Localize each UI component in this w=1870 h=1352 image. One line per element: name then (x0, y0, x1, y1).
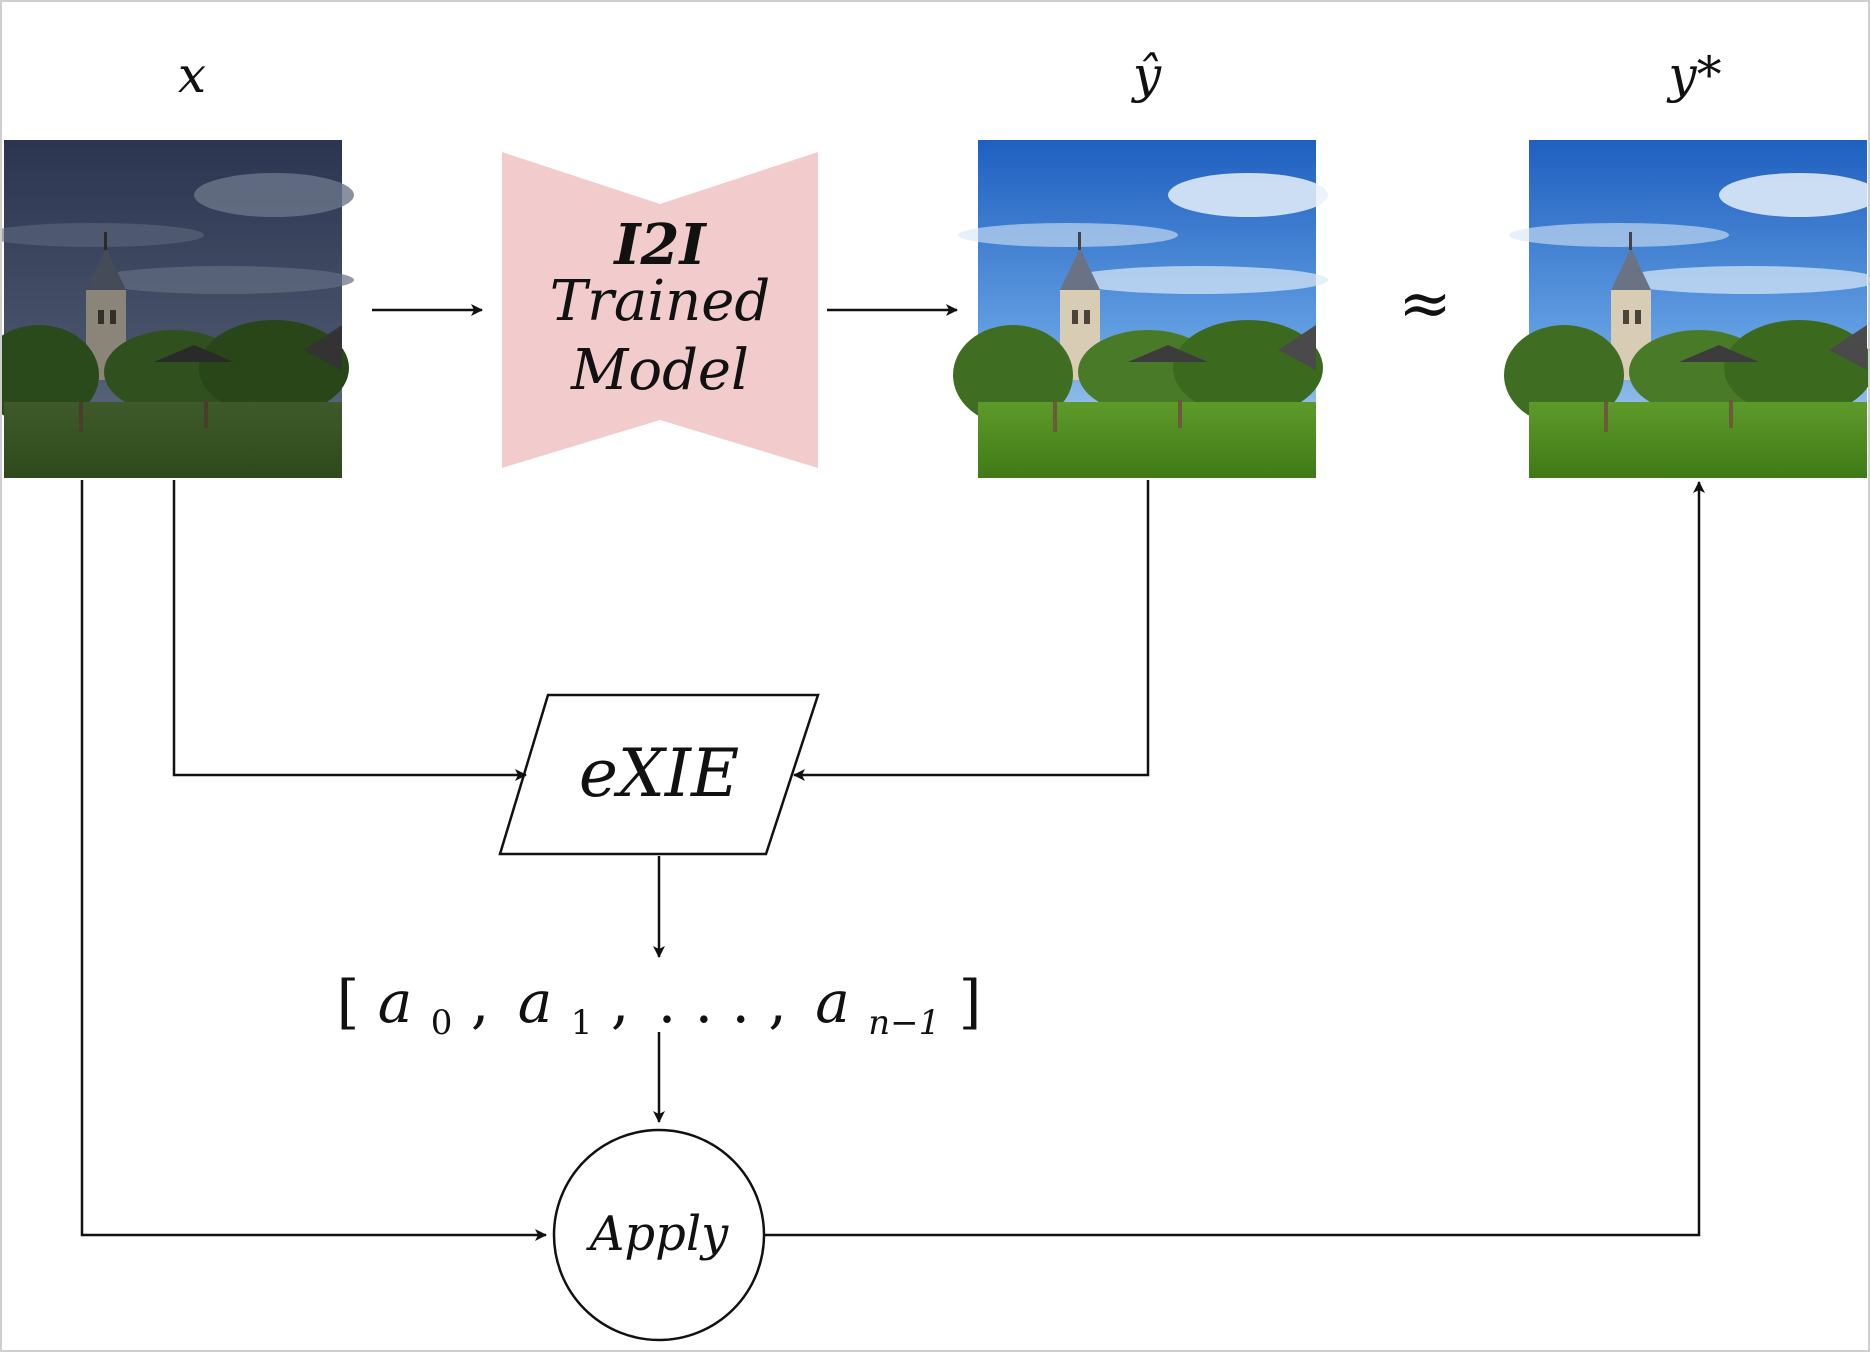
target-image (1504, 140, 1868, 478)
model-label-line3: Model (570, 338, 749, 403)
approx-symbol: ≈ (1398, 267, 1452, 341)
params-dots: . . . (658, 968, 750, 1036)
exie-box (498, 693, 820, 856)
arrow-input-to-exie (172, 480, 527, 781)
model-label-line2: Trained (550, 269, 770, 334)
prediction-image (953, 140, 1328, 478)
param-an-subscript: n−1 (868, 1003, 940, 1043)
params-close-bracket: ] (959, 968, 982, 1036)
param-an: a (815, 968, 850, 1036)
arrow-prediction-to-exie (793, 480, 1150, 781)
param-a1: a (518, 968, 553, 1036)
param-a1-subscript: 1 (571, 1003, 593, 1043)
params-open-bracket: [ (337, 968, 360, 1036)
exie-label: eXIE (579, 735, 739, 812)
param-a0-subscript: 0 (431, 1003, 453, 1043)
params-sep-1: , (471, 968, 489, 1036)
prediction-label: ŷ (1131, 46, 1162, 104)
model-label-line1: I2I (612, 212, 707, 278)
input-label: x (178, 46, 206, 104)
svg-text:[ a 0 ,: [ a 0 , a 1 , . . . , a n−1 ] (337, 968, 982, 1048)
target-label: y* (1666, 46, 1721, 104)
arrow-input-to-apply (80, 480, 547, 1241)
params-sep-3: , (768, 968, 786, 1036)
params-sep-2: , (611, 968, 629, 1036)
apply-label: Apply (586, 1206, 729, 1262)
model-shape (502, 152, 818, 468)
parameter-list: [ a 0 , a 1 , . . . , a n−1 ] (337, 968, 982, 1048)
param-a0: a (378, 968, 413, 1036)
arrow-apply-to-target (764, 481, 1705, 1237)
input-image (2, 140, 354, 478)
